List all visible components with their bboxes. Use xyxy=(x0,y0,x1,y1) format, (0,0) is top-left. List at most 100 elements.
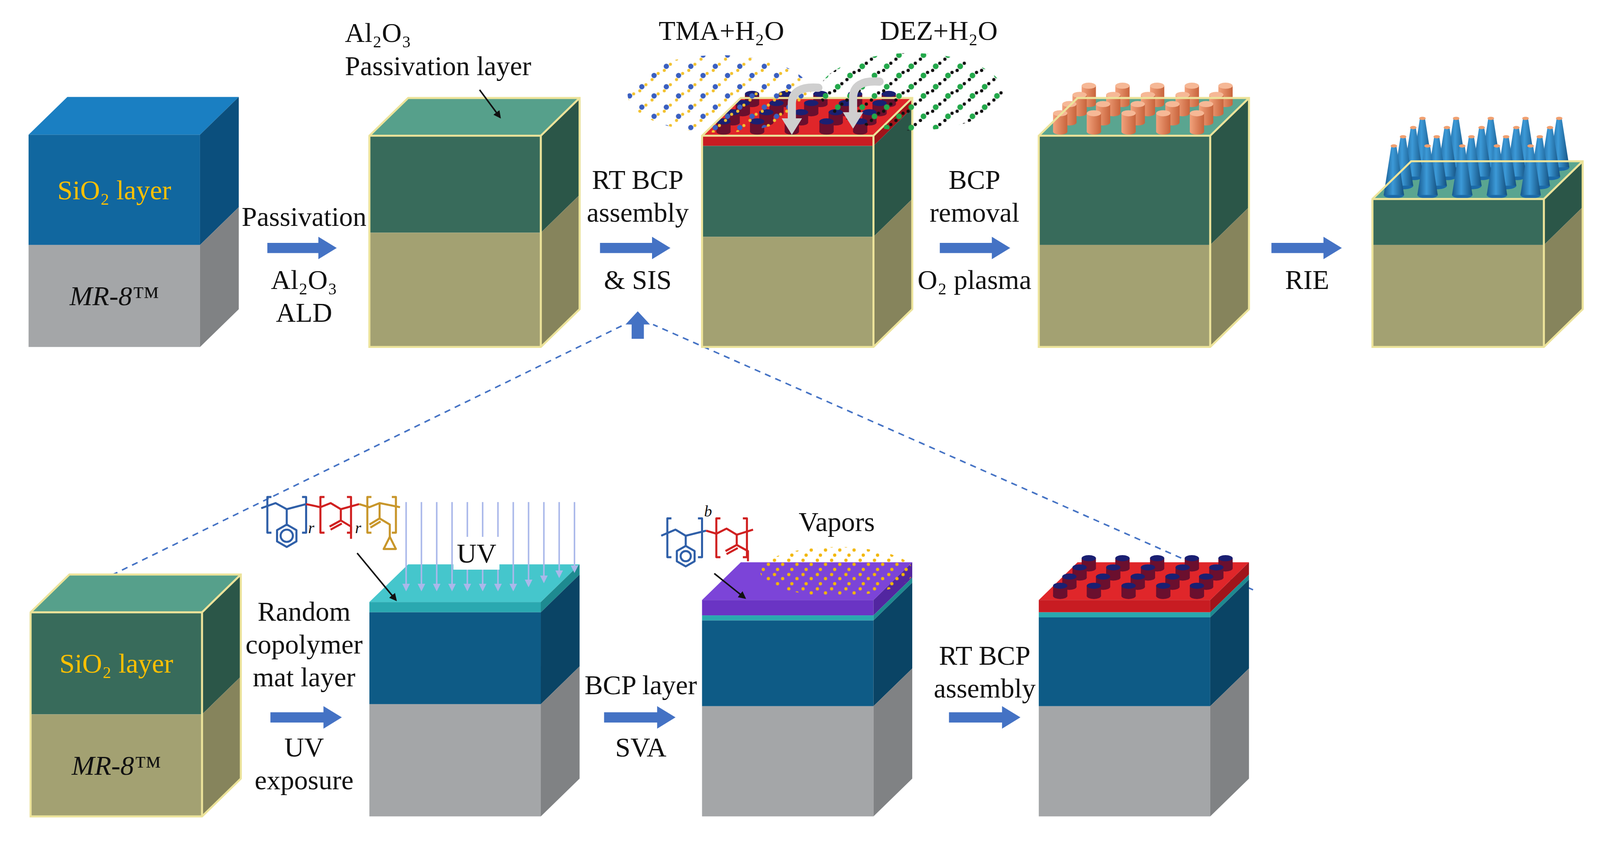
etched-cone-block xyxy=(1372,116,1583,347)
leader-line xyxy=(479,89,501,118)
step-label: BCP layer xyxy=(584,668,698,702)
etched-cone-block xyxy=(1372,244,1544,347)
block-copolymer-structure xyxy=(714,573,746,598)
block-copolymer-structure xyxy=(705,518,753,562)
precursor-arrow xyxy=(781,118,802,135)
polymer-subscript: r xyxy=(355,518,362,538)
random-copolymer-structure xyxy=(369,503,390,537)
etched-cone-block xyxy=(1383,144,1542,199)
layer-stack: SiO₂ layerMR-8™ xyxy=(30,612,203,817)
block-copolymer-structure xyxy=(705,528,753,535)
uv-rays xyxy=(420,501,423,590)
assembled-bcp-block xyxy=(1052,582,1205,599)
oxide-pillar-block xyxy=(1038,135,1211,245)
assembled-bcp-block xyxy=(1038,554,1249,816)
uv-rays xyxy=(543,501,545,582)
etched-cone-block xyxy=(1372,161,1583,347)
assembled-bcp-block xyxy=(1210,668,1249,816)
up-arrow xyxy=(625,311,650,339)
random-copolymer-structure xyxy=(276,524,297,547)
block-copolymer-structure xyxy=(661,518,706,567)
uv-rays xyxy=(558,501,560,577)
assembled-bcp-block xyxy=(1038,612,1211,618)
passivated-block xyxy=(369,97,580,347)
callout-label: Al₂O₃ Passivation layer xyxy=(344,16,537,82)
mat-layer-block xyxy=(369,601,541,613)
step-label: UV exposure xyxy=(249,730,360,797)
uv-rays xyxy=(573,501,576,572)
random-copolymer-structure xyxy=(359,496,400,549)
solvent-vapor xyxy=(760,546,914,596)
random-copolymer-structure xyxy=(306,496,360,539)
oxide-pillar-block xyxy=(1210,207,1249,347)
passivated-block xyxy=(30,574,241,817)
step-label: SVA xyxy=(615,730,667,764)
random-copolymer-structure xyxy=(329,508,352,539)
bcp-sis-block xyxy=(701,135,874,147)
process-arrow xyxy=(270,705,342,729)
uv-rays xyxy=(405,501,408,590)
passivated-block xyxy=(202,676,241,817)
substrate-block xyxy=(28,244,201,347)
mat-layer-block xyxy=(369,703,541,816)
svа-block xyxy=(701,561,912,816)
bcp-sis-block xyxy=(701,236,874,347)
layer-name: SiO₂ layer xyxy=(59,646,174,680)
passivated-block xyxy=(30,612,203,715)
random-copolymer-structure xyxy=(267,496,306,533)
dashed-guide xyxy=(652,324,1254,590)
bcp-sis-block xyxy=(701,97,912,347)
passivated-block xyxy=(30,574,241,817)
precursor-arrow xyxy=(781,81,880,135)
etched-cone-block xyxy=(1543,207,1583,347)
step-label: RT BCP assembly xyxy=(927,638,1043,705)
process-arrow xyxy=(1271,236,1342,259)
polymer-subscript: b xyxy=(703,501,712,521)
step-label: BCP removal xyxy=(922,163,1027,229)
random-copolymer-structure xyxy=(261,496,306,547)
uv-rays xyxy=(527,501,530,586)
step-label: & SIS xyxy=(603,263,672,296)
polymer-subscript: r xyxy=(307,518,315,538)
uv-rays xyxy=(406,501,575,590)
random-copolymer-structure xyxy=(261,503,306,510)
precursor-label: TMA+H₂O xyxy=(658,14,785,47)
assembled-bcp-block xyxy=(1038,599,1211,612)
dashed-guide xyxy=(81,324,1254,590)
process-arrow xyxy=(939,236,1011,259)
random-copolymer-structure xyxy=(383,536,396,549)
svа-block xyxy=(701,620,874,706)
svа-block xyxy=(701,615,874,621)
process-arrow xyxy=(600,236,671,259)
uv-rays xyxy=(435,501,438,590)
oxide-pillar-block xyxy=(1038,97,1249,347)
dashed-guide xyxy=(81,324,625,590)
substrate-block xyxy=(28,134,201,245)
oxide-pillar-block xyxy=(1038,244,1211,347)
layer-band: MR-8™ xyxy=(28,244,201,347)
mat-layer-block xyxy=(369,564,580,816)
step-label: RIE xyxy=(1284,263,1329,296)
random-copolymer-structure xyxy=(285,508,288,525)
random-copolymer-structure xyxy=(356,552,396,600)
block-copolymer-structure xyxy=(680,550,692,562)
precursor-arrow xyxy=(791,87,819,121)
oxide-pillar-block xyxy=(1052,109,1205,135)
precursor-arrow xyxy=(852,81,880,115)
passivated-block xyxy=(540,194,580,347)
oxide-pillar-block xyxy=(1038,82,1249,347)
vapor-label: Vapors xyxy=(798,505,875,538)
random-copolymer-structure xyxy=(280,529,294,542)
step-label: Random copolymer mat layer xyxy=(239,594,369,694)
random-copolymer-structure xyxy=(261,496,400,600)
uv-label: UV xyxy=(453,536,500,570)
bcp-sis-block xyxy=(701,145,874,237)
layer-band: MR-8™ xyxy=(30,713,203,816)
layer-band: SiO₂ layer xyxy=(30,612,203,715)
process-arrow xyxy=(267,236,337,259)
assembled-bcp-block xyxy=(1038,617,1211,706)
block-copolymer-structure xyxy=(676,545,695,567)
block-copolymer-structure xyxy=(661,529,706,536)
substrate-block xyxy=(200,207,239,347)
